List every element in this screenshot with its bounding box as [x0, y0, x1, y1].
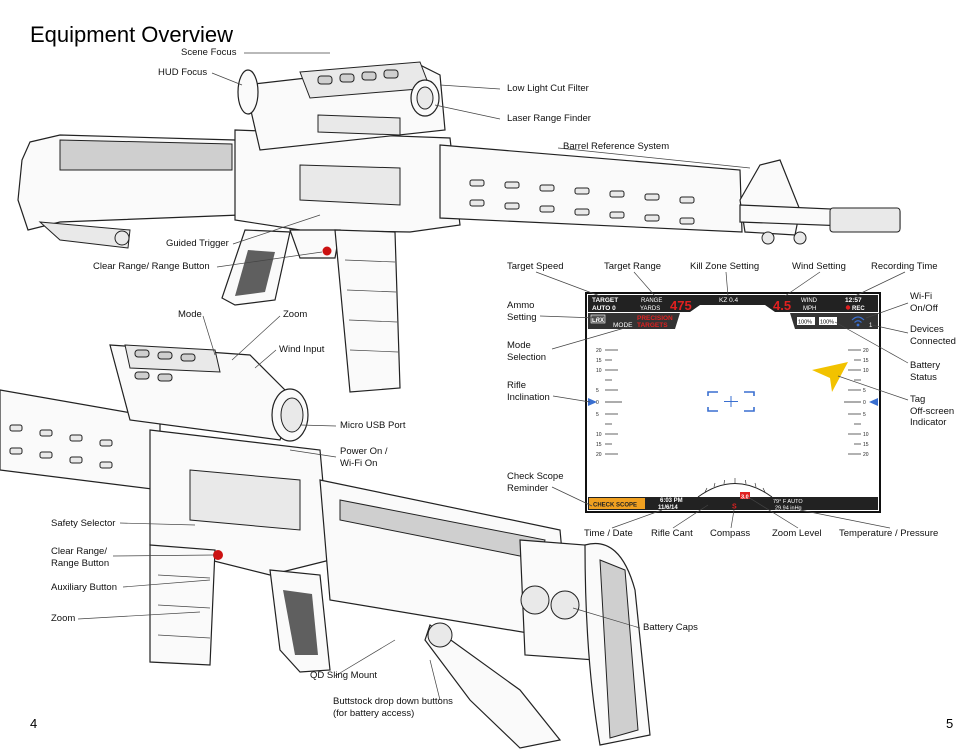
hud-zoom: 3.0	[741, 495, 749, 501]
hud-rec-label: REC	[852, 306, 865, 312]
hud-scale-right-label: 10	[863, 432, 869, 438]
hud-scale-left-label: 20	[596, 348, 602, 354]
hud-scale-right-label: 20	[863, 348, 869, 354]
label-clear-range-button-bottom: Clear Range/ Range Button	[51, 546, 110, 569]
page-title: Equipment Overview	[30, 22, 233, 47]
hud-target-auto: AUTO 0	[592, 305, 616, 312]
top-rifle-illustration	[17, 61, 901, 393]
label-wind-setting: Wind Setting	[792, 261, 846, 272]
label-hud-focus: HUD Focus	[158, 67, 208, 78]
right-inclination-marker-icon	[869, 398, 878, 406]
left-inclination-marker-icon	[588, 398, 597, 406]
hud-scale-right-label: 5	[863, 388, 866, 394]
label-zoom-level: Zoom Level	[772, 528, 822, 539]
page-number-right: 5	[946, 716, 954, 731]
page-number-left: 4	[30, 716, 38, 731]
hud-scale-right-label: 5	[863, 412, 866, 418]
hud-battery-2: 100%	[820, 320, 834, 326]
hud-scale-left-label: 0	[596, 400, 599, 406]
label-battery-caps: Battery Caps	[643, 622, 698, 633]
hud-compass-heading: S	[732, 504, 737, 511]
hud-scale-left-label: 5	[596, 388, 599, 394]
hud-rec-time: 12:57	[845, 297, 862, 304]
hud-scale-left-label: 15	[596, 358, 602, 364]
label-qd-sling-mount: QD Sling Mount	[310, 670, 378, 681]
hud-mode-precision: PRECISION	[637, 315, 673, 322]
label-zoom-bottom: Zoom	[51, 613, 76, 624]
callout-leader-lines	[77, 52, 909, 701]
hud-mode-targets: TARGETS	[637, 322, 668, 329]
label-scene-focus: Scene Focus	[181, 47, 237, 58]
label-target-speed: Target Speed	[507, 261, 564, 272]
label-buttstock-buttons: Buttstock drop down buttons (for battery…	[333, 696, 453, 719]
label-guided-trigger: Guided Trigger	[166, 238, 229, 249]
hud-battery-1: 100%	[798, 320, 812, 326]
hud-scale-left-label: 10	[596, 432, 602, 438]
label-low-light-cut-filter: Low Light Cut Filter	[507, 83, 589, 94]
label-clear-range-button-top: Clear Range/ Range Button	[93, 261, 210, 272]
hud-scale-left-label: 20	[596, 452, 602, 458]
hud-range-label: RANGE	[641, 298, 662, 304]
reticle-icon	[707, 391, 755, 412]
hud-mode-label: MODE	[613, 322, 633, 329]
label-power-on-wifi: Power On / Wi-Fi On	[340, 446, 388, 469]
label-mode: Mode	[178, 309, 202, 320]
label-wifi-on-off: Wi-Fi On/Off	[910, 291, 938, 314]
label-temperature-pressure: Temperature / Pressure	[839, 528, 939, 539]
label-time-date: Time / Date	[584, 528, 633, 539]
label-battery-status: Battery Status	[910, 360, 941, 383]
label-kill-zone-setting: Kill Zone Setting	[690, 261, 760, 272]
label-micro-usb-port: Micro USB Port	[340, 420, 406, 431]
label-wind-input: Wind Input	[279, 344, 325, 355]
hud-devices-count: 1	[869, 323, 873, 329]
label-laser-range-finder: Laser Range Finder	[507, 113, 591, 124]
hud-date: 11/6/14	[658, 505, 678, 511]
hud-mph-label: MPH	[803, 306, 816, 312]
hud-wind-label: WIND	[801, 298, 818, 304]
hud-wind-value: 4.5	[773, 298, 791, 313]
label-safety-selector: Safety Selector	[51, 518, 116, 529]
label-recording-time: Recording Time	[871, 261, 938, 272]
label-compass: Compass	[710, 528, 751, 539]
label-rifle-cant: Rifle Cant	[651, 528, 693, 539]
hud-display: TARGET AUTO 0 RANGE YARDS 475 KZ 0.4 4.5…	[585, 292, 881, 513]
hud-scale-right-label: 15	[863, 358, 869, 364]
hud-ammo-code: LRX	[592, 318, 604, 324]
hud-scale-left-label: 15	[596, 442, 602, 448]
rec-dot-icon	[845, 305, 851, 310]
hud-range-value: 475	[670, 298, 692, 313]
hud-scale-right-label: 0	[863, 400, 866, 406]
label-target-range: Target Range	[604, 261, 662, 272]
hud-pressure: 29.94 inHg	[775, 506, 802, 512]
label-zoom-top: Zoom	[283, 309, 308, 320]
hud-scale-right-label: 15	[863, 442, 869, 448]
label-tag-offscreen-indicator: Tag Off-screen Indicator	[910, 394, 955, 428]
hud-scale-left-label: 5	[596, 412, 599, 418]
label-barrel-reference-system: Barrel Reference System	[563, 141, 670, 152]
label-mode-selection: Mode Selection	[507, 340, 547, 363]
hud-scale-left-label: 10	[596, 368, 602, 374]
hud-target-label: TARGET	[592, 297, 618, 304]
bottom-rifle-illustration	[0, 344, 651, 749]
hud-temp: 79° F AUTO	[773, 499, 803, 505]
label-auxiliary-button: Auxiliary Button	[51, 582, 118, 593]
hud-scale-right-label: 10	[863, 368, 869, 374]
hud-time: 6:03 PM	[660, 498, 683, 504]
tag-offscreen-arrow-icon	[812, 362, 848, 392]
label-check-scope-reminder: Check Scope Reminder	[507, 471, 564, 494]
label-devices-connected: Devices Connected	[910, 324, 956, 347]
label-ammo-setting: Ammo Setting	[507, 300, 537, 323]
wifi-icon	[851, 316, 865, 327]
hud-kill-zone: KZ 0.4	[719, 297, 739, 304]
hud-yards-label: YARDS	[640, 306, 660, 312]
hud-check-scope: CHECK SCOPE	[593, 503, 637, 509]
label-rifle-inclination: Rifle Inclination	[507, 380, 550, 403]
hud-scale-right-label: 20	[863, 452, 869, 458]
